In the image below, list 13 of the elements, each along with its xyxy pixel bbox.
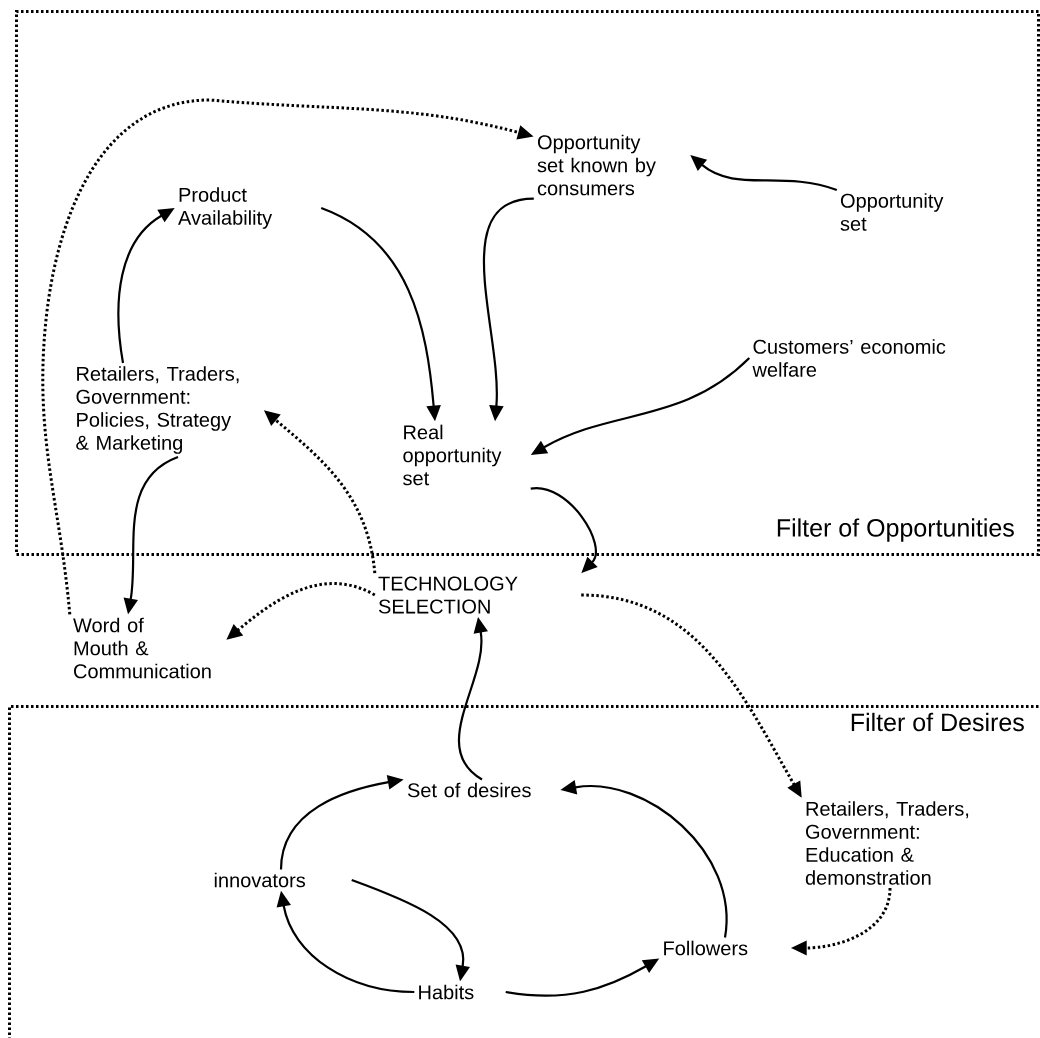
node-label: Retailers, Traders, Government: Policies, Strategy & Marketing (76, 366, 239, 454)
node-label: Customers’ economic welfare (752, 339, 946, 377)
node-label: Product Availability (178, 187, 273, 229)
node-label: Opportunity set (840, 193, 944, 231)
node-label: Word of Mouth & Communication (73, 617, 211, 679)
node-label: TECHNOLOGY SELECTION (378, 576, 518, 614)
node-label: Habits (419, 984, 474, 1000)
node-label: Followers (664, 940, 748, 956)
node-label: innovators (214, 872, 306, 888)
node-label: Opportunity set known by consumers (537, 134, 656, 196)
node-label: Retailers, Traders, Government: Education & demonstration (805, 801, 969, 885)
node-label: Real opportunity set (403, 424, 502, 486)
node-label: Set of desires (407, 782, 531, 798)
